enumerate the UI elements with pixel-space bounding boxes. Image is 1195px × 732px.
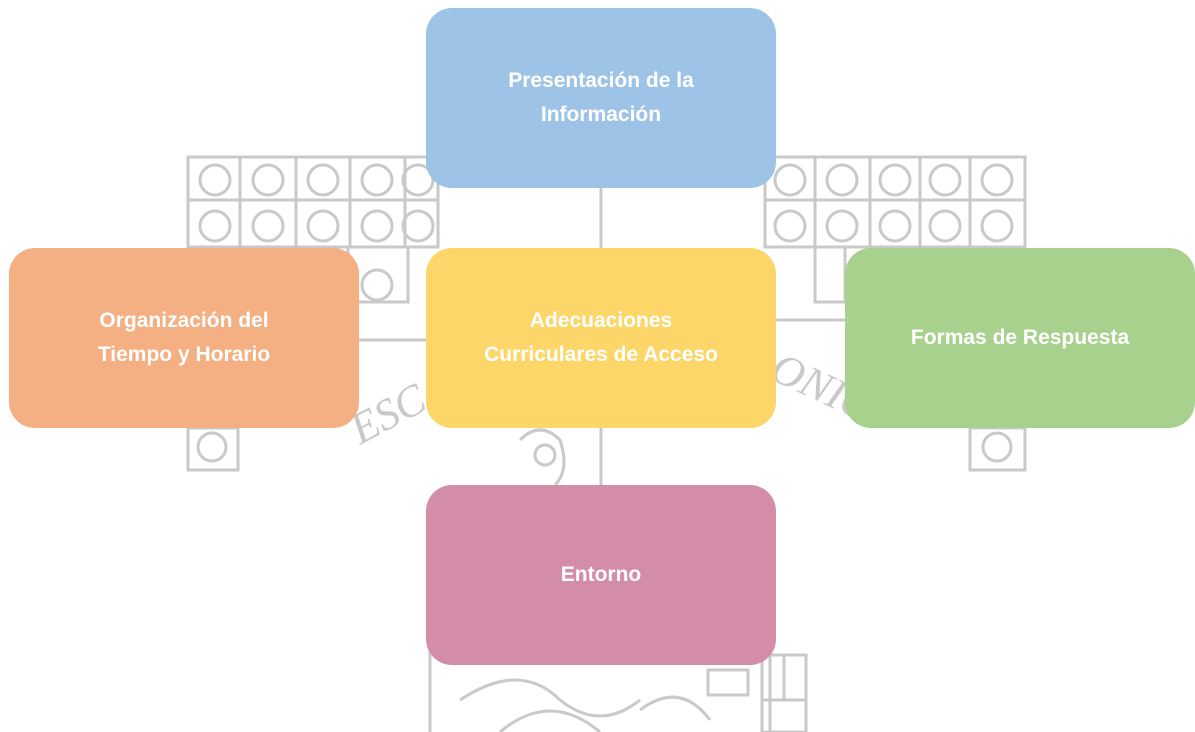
node-adecuaciones-curriculares: Adecuaciones Curriculares de Acceso	[426, 248, 776, 428]
node-organizacion-tiempo-horario: Organización del Tiempo y Horario	[9, 248, 359, 428]
node-formas-respuesta: Formas de Respuesta	[845, 248, 1195, 428]
node-entorno: Entorno	[426, 485, 776, 665]
node-presentacion-informacion: Presentación de la Información	[426, 8, 776, 188]
